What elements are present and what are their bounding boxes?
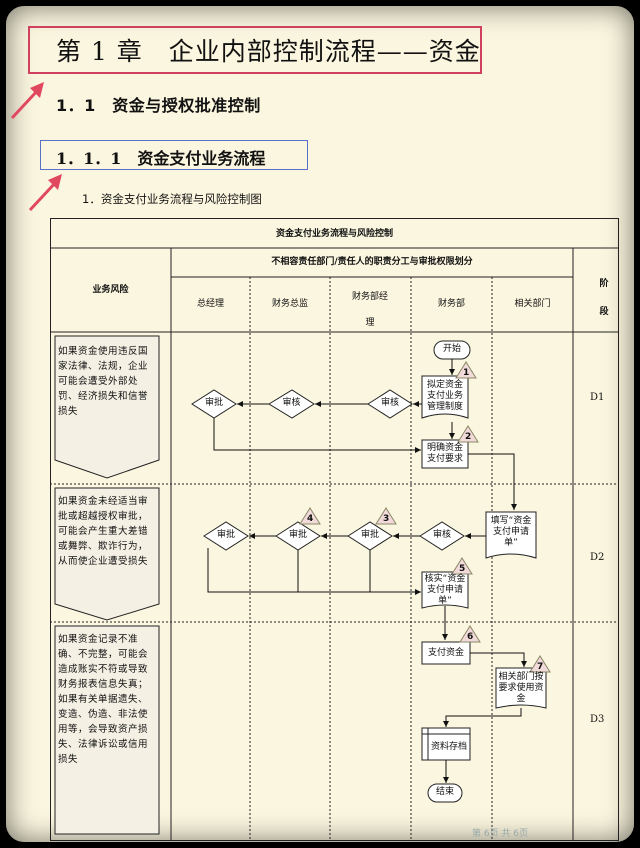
- node-review-3: 审核: [432, 530, 451, 540]
- item-title: 1．资金支付业务流程与风险控制图: [82, 192, 262, 206]
- badge-6: 6: [467, 632, 474, 642]
- node-archive: 资料存档: [430, 742, 467, 752]
- badge-1: 1: [463, 368, 470, 378]
- red-arrow-icon: [28, 174, 62, 212]
- risk-text-3: 如果资金记录不准确、不完整，可能会造成账实不符或导致财务报表信息失真；如果有关单…: [58, 634, 149, 765]
- node-end: 结束: [435, 787, 454, 797]
- node-pay-funds: 支付资金: [427, 648, 464, 658]
- node-review-2: 审核: [282, 398, 301, 408]
- risk-text-2: 如果资金未经适当审批或超越授权审批，可能会产生重大差错或舞弊、欺诈行为，从而使企…: [58, 496, 149, 567]
- subsection-highlight-box: [40, 140, 308, 170]
- badge-3: 3: [383, 514, 390, 524]
- role-related-dept: 相关部门: [514, 299, 551, 309]
- division-header: 不相容责任部门/责任人的职责分工与审批权限划分: [271, 257, 473, 267]
- node-draft-policy: 拟定资金支付业务管理制度: [426, 380, 463, 412]
- node-fill-application: 填写“资金支付申请单”: [490, 516, 532, 548]
- section-title: 1．1 资金与授权批准控制: [56, 96, 261, 115]
- stage-d1: D1: [590, 392, 605, 403]
- red-arrow-icon: [10, 82, 44, 120]
- flowchart-lines: [50, 218, 619, 841]
- chapter-title: 第 1 章 企业内部控制流程——资金: [56, 37, 481, 66]
- document-page: 第 1 章 企业内部控制流程——资金 1．1 资金与授权批准控制 1．1．1 资…: [6, 6, 634, 842]
- node-verify-application: 核实“资金支付申请单”: [424, 574, 466, 606]
- role-ceo: 总经理: [196, 299, 224, 309]
- node-approve-2: 审批: [360, 530, 379, 540]
- chapter-highlight-box: [28, 26, 482, 74]
- node-start: 开始: [442, 344, 461, 354]
- flowchart: 资金支付业务流程与风险控制 不相容责任部门/责任人的职责分工与审批权限划分 业务…: [50, 212, 620, 842]
- badge-4: 4: [307, 514, 314, 524]
- stage-header: 阶段: [599, 279, 609, 317]
- role-finance-manager: 财务部经理: [351, 292, 388, 328]
- node-review-1: 审核: [380, 398, 399, 408]
- node-approve-4: 审批: [216, 530, 235, 540]
- role-finance-dept: 财务部: [437, 299, 465, 309]
- node-approve-1: 审批: [204, 398, 223, 408]
- badge-7: 7: [537, 662, 544, 672]
- risk-text-1: 如果资金使用违反国家法律、法规，企业可能会遭受外部处罚、经济损失和信誉损失: [58, 346, 149, 417]
- subsection-title: 1．1．1 资金支付业务流程: [56, 149, 266, 168]
- role-cfo: 财务总监: [271, 299, 308, 309]
- node-use-funds: 相关部门按要求使用资金: [498, 672, 544, 704]
- stage-d2: D2: [590, 552, 605, 563]
- badge-2: 2: [465, 432, 472, 442]
- chart-title: 资金支付业务流程与风险控制: [275, 229, 393, 239]
- stage-d3: D3: [590, 714, 605, 725]
- node-approve-3: 审批: [288, 530, 307, 540]
- node-clarify-requirements: 明确资金支付要求: [426, 443, 463, 464]
- risk-header: 业务风险: [92, 285, 129, 295]
- page-footer: 第 6页 共 6页: [472, 829, 529, 839]
- badge-5: 5: [459, 564, 466, 574]
